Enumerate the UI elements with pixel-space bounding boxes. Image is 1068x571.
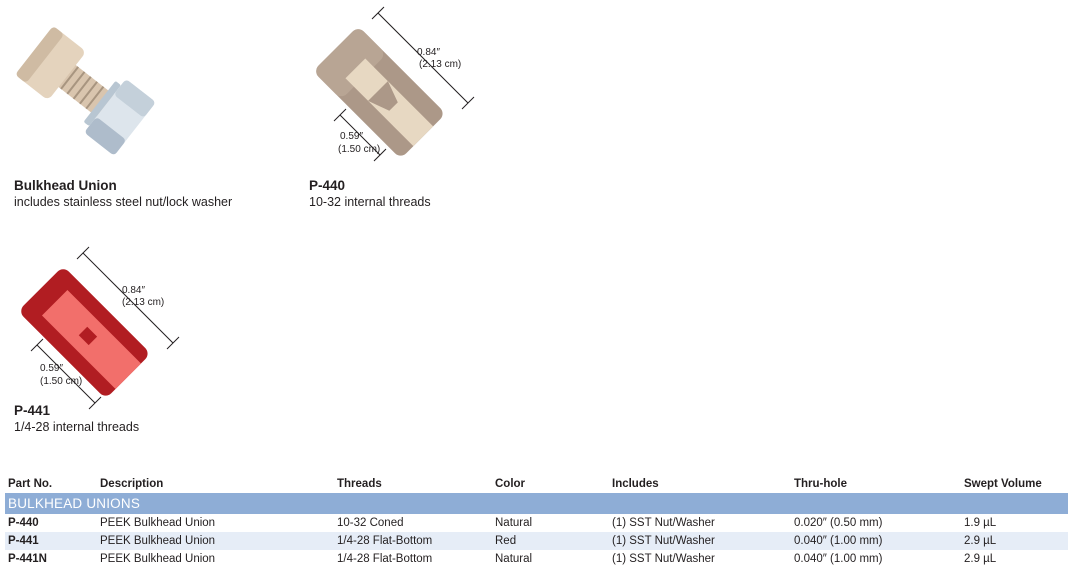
table-row: P-441N PEEK Bulkhead Union 1/4-28 Flat-B… — [5, 550, 1068, 568]
p441-width-dim-cm: (1.50 cm) — [40, 376, 82, 387]
p441-image: 0.84″ (2.13 cm) 0.59″ (1.50 cm) — [5, 245, 180, 410]
cell-part-no: P-440 — [8, 517, 39, 529]
product-title: Bulkhead Union — [14, 178, 117, 193]
cell-thru-hole: 0.040″ (1.00 mm) — [791, 532, 961, 550]
cell-includes: (1) SST Nut/Washer — [612, 553, 715, 565]
header-description: Description — [100, 478, 164, 490]
p441-length-dim-cm: (2.13 cm) — [122, 297, 164, 308]
cell-thru-hole: 0.020″ (0.50 mm) — [794, 517, 883, 529]
header-swept-volume: Swept Volume — [964, 478, 1042, 490]
product-subtitle: 1/4-28 internal threads — [14, 420, 140, 434]
cell-threads: 1/4-28 Flat-Bottom — [337, 553, 433, 565]
cell-color: Red — [492, 532, 609, 550]
product-subtitle: includes stainless steel nut/lock washer — [14, 195, 233, 209]
bulkhead-union-image — [12, 20, 172, 175]
cell-part-no: P-441N — [8, 553, 47, 565]
section-row: BULKHEAD UNIONS — [5, 493, 1068, 514]
cell-threads: 10-32 Coned — [337, 517, 404, 529]
header-thru-hole: Thru-hole — [794, 478, 848, 490]
p440-caption: P-440 10-32 internal threads — [309, 177, 431, 211]
cell-color: Natural — [495, 553, 533, 565]
cell-description: PEEK Bulkhead Union — [100, 517, 216, 529]
header-color: Color — [495, 478, 526, 490]
p440-length-dim-cm: (2.13 cm) — [419, 59, 461, 70]
p441-width-dim: 0.59″ — [40, 363, 63, 374]
cell-color: Natural — [495, 517, 533, 529]
p441-caption: P-441 1/4-28 internal threads — [14, 402, 139, 436]
cell-swept-volume: 2.9 µL — [961, 532, 1068, 550]
cell-threads: 1/4-28 Flat-Bottom — [334, 532, 492, 550]
cell-includes: (1) SST Nut/Washer — [609, 532, 791, 550]
header-threads: Threads — [337, 478, 382, 490]
p440-image: 0.84″ (2.13 cm) 0.59″ (1.50 cm) — [300, 5, 475, 170]
cell-part-no: P-441 — [5, 532, 97, 550]
p440-length-dim: 0.84″ — [417, 47, 440, 58]
p440-width-dim: 0.59″ — [340, 131, 363, 142]
cell-description: PEEK Bulkhead Union — [97, 532, 334, 550]
cell-thru-hole: 0.040″ (1.00 mm) — [794, 553, 883, 565]
header-part-no: Part No. — [8, 478, 53, 490]
table-row: P-440 PEEK Bulkhead Union 10-32 Coned Na… — [5, 514, 1068, 532]
table-row: P-441 PEEK Bulkhead Union 1/4-28 Flat-Bo… — [5, 532, 1068, 550]
section-title: BULKHEAD UNIONS — [5, 493, 1068, 514]
product-title: P-440 — [309, 178, 346, 193]
cell-swept-volume: 2.9 µL — [964, 553, 997, 565]
cell-swept-volume: 1.9 µL — [964, 517, 997, 529]
cell-includes: (1) SST Nut/Washer — [612, 517, 715, 529]
table-header-row: Part No. Description Threads Color Inclu… — [5, 475, 1068, 493]
p441-length-dim: 0.84″ — [122, 285, 145, 296]
cell-description: PEEK Bulkhead Union — [100, 553, 216, 565]
bulkhead-union-caption: Bulkhead Union includes stainless steel … — [14, 177, 232, 211]
p440-width-dim-cm: (1.50 cm) — [338, 144, 380, 155]
header-includes: Includes — [612, 478, 659, 490]
product-subtitle: 10-32 internal threads — [309, 195, 431, 209]
spec-table: Part No. Description Threads Color Inclu… — [5, 475, 1068, 568]
product-title: P-441 — [14, 403, 51, 418]
